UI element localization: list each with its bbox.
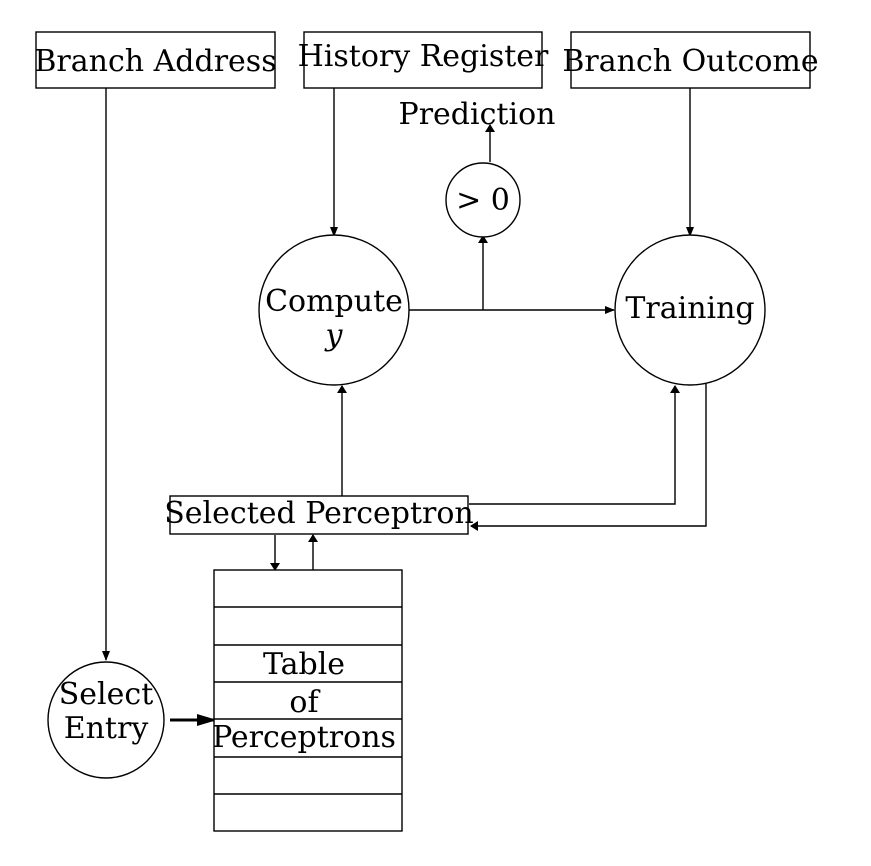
branch-address-label: Branch Address — [34, 44, 276, 79]
threshold-label: > 0 — [456, 183, 510, 218]
prediction-label: Prediction — [399, 97, 556, 132]
branch-address-box: Branch Address — [34, 31, 277, 89]
history-register-label: History Register — [298, 39, 549, 74]
select-entry-label-line1: Select — [59, 677, 154, 712]
history-register-box: History Register — [298, 31, 549, 89]
compute-y-node: Compute y — [258, 234, 410, 386]
select-entry-label-line2: Entry — [64, 711, 149, 746]
select-entry-node: Select Entry — [47, 661, 165, 779]
training-node: Training — [614, 234, 766, 386]
compute-variable-label: y — [324, 318, 344, 353]
selected-perceptron-box: Selected Perceptron — [164, 495, 474, 535]
selected-perceptron-label: Selected Perceptron — [164, 496, 473, 531]
training-label: Training — [625, 291, 754, 326]
table-label-line2: of — [289, 685, 320, 720]
table-label-line3: Perceptrons — [212, 720, 396, 755]
edge-training-to-selected — [470, 383, 707, 531]
edge-selected-to-training — [469, 385, 680, 505]
threshold-node: > 0 — [445, 162, 521, 238]
table-label-line1: Table — [263, 647, 345, 682]
branch-outcome-label: Branch Outcome — [562, 44, 818, 79]
branch-outcome-box: Branch Outcome — [562, 31, 819, 89]
perceptron-table: Table of Perceptrons — [212, 569, 403, 832]
compute-label: Compute — [265, 284, 403, 319]
